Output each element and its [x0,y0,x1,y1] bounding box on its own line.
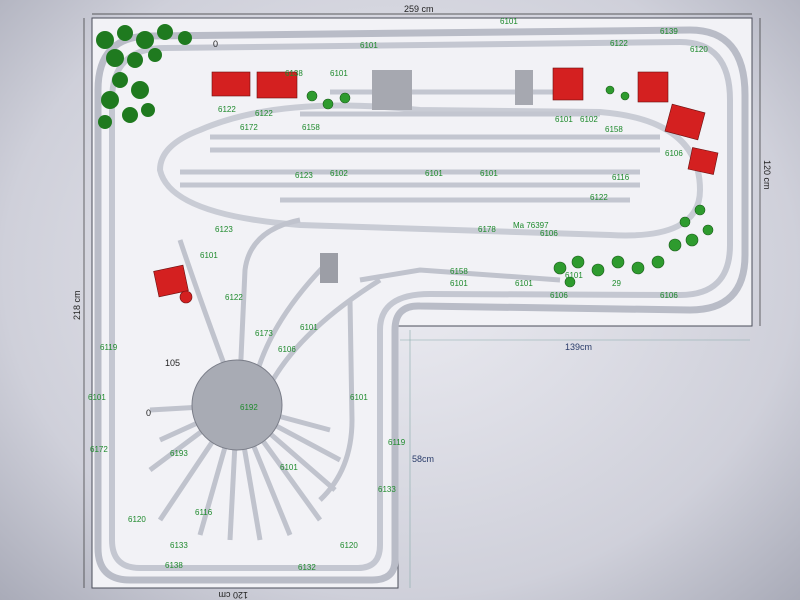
station-sign-label: Ma 76397 [513,221,549,230]
part-label: 6101 [88,393,106,402]
tree-cluster-station [306,85,630,110]
part-label: 6106 [665,149,683,158]
middle-loop-track [109,38,733,571]
part-label: 6122 [610,39,628,48]
part-label: 6101 [350,393,368,402]
part-label: 6122 [218,105,236,114]
station-platform [515,70,533,105]
part-label: 6139 [660,27,678,36]
dim-top-width: 259 cm [404,4,434,14]
part-label: 6133 [170,541,188,550]
part-label: 6101 [450,279,468,288]
part-label: 6101 [515,279,533,288]
part-label: 6158 [450,267,468,276]
dim-inner-height: 58cm [412,454,434,464]
part-label: 6138 [285,69,303,78]
part-label: 6101 [480,169,498,178]
part-label: 6101 [500,17,518,26]
round-building [179,290,193,304]
part-label: 6123 [295,171,313,180]
zero-marker-label: 0 [146,408,151,418]
dim-bottom-width: 120 cm [218,590,248,600]
part-number-labels: 6101 6101 6101 6101 6101 6101 6101 6101 … [88,17,708,572]
part-label: 6101 [300,323,318,332]
zero-marker-label: 0 [213,39,218,49]
part-label: 6172 [240,123,258,132]
part-label: 6119 [388,438,406,447]
part-label: 6133 [378,485,396,494]
part-label: 6158 [302,123,320,132]
part-label: 6101 [330,69,348,78]
red-buildings [153,67,719,298]
part-label: 6122 [225,293,243,302]
corner-id-label: 29 [612,279,621,288]
part-label: 6132 [298,563,316,572]
part-label: 6178 [478,225,496,234]
part-label: 6193 [170,449,188,458]
part-label: 6158 [605,125,623,134]
part-label: 6120 [128,515,146,524]
part-label: 6101 [555,115,573,124]
part-label: 6116 [195,508,213,517]
part-label: 6106 [540,229,558,238]
tree-cluster-northwest [96,24,192,129]
part-label: 6106 [278,345,296,354]
part-label: 6173 [255,329,273,338]
part-label: 6123 [215,225,233,234]
dim-inner-width: 139cm [565,342,592,352]
part-label: 6120 [340,541,358,550]
part-label: 6120 [690,45,708,54]
part-label: 6138 [165,561,183,570]
part-label: 6102 [580,115,598,124]
station-platform [372,70,412,110]
part-label: 6122 [590,193,608,202]
part-label: 6101 [280,463,298,472]
part-label: 6106 [660,291,678,300]
tree-cluster-east [553,204,714,288]
dim-left-height: 218 cm [72,290,82,320]
part-label: 6106 [550,291,568,300]
part-label: 6192 [240,403,258,412]
outer-loop-track [94,26,749,584]
shed-building [320,253,338,283]
part-label: 6101 [565,271,583,280]
dim-right-height: 120 cm [762,160,772,190]
part-label: 6101 [200,251,218,260]
station-yard [180,89,660,203]
part-label: 6101 [425,169,443,178]
part-label: 6116 [612,173,630,182]
part-label: 6101 [360,41,378,50]
part-label: 6119 [100,343,118,352]
turntable-id-label: 105 [165,358,180,368]
part-label: 6102 [330,169,348,178]
part-label: 6122 [255,109,273,118]
turntable [191,359,283,451]
part-label: 6172 [90,445,108,454]
